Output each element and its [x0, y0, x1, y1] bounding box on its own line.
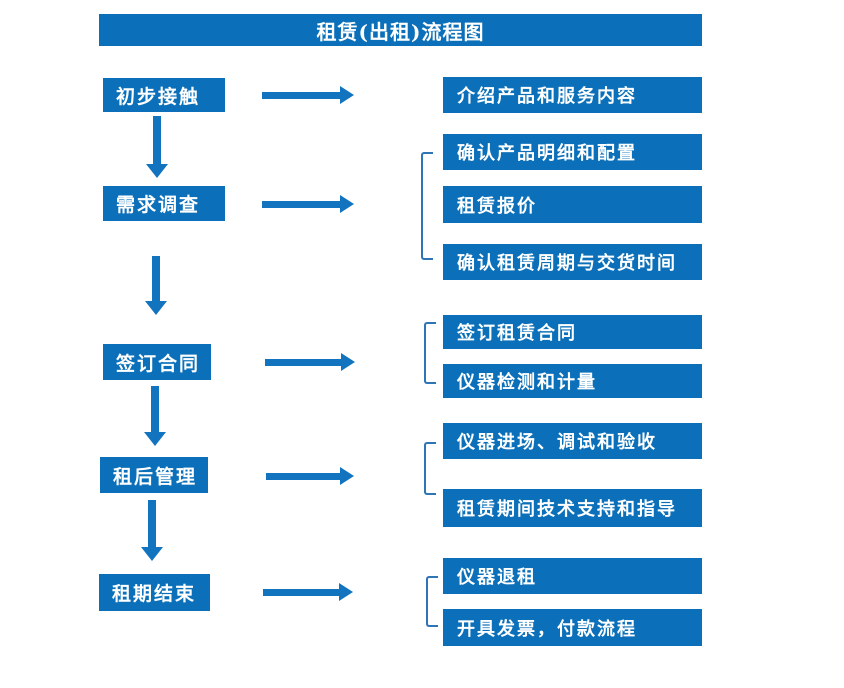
- group-bracket-stage3: [424, 322, 436, 384]
- arrow-down-icon-2: [145, 256, 167, 315]
- output-box-rental-quote: 租赁报价: [443, 186, 702, 223]
- output-box-confirm-period-delivery: 确认租赁周期与交货时间: [443, 244, 702, 280]
- arrow-right-icon-stage1: [262, 86, 354, 104]
- arrow-shaft: [262, 200, 340, 208]
- stage-box-rental-end: 租期结束: [99, 574, 210, 611]
- arrow-down-icon-3: [144, 386, 166, 446]
- output-box-tech-support: 租赁期间技术支持和指导: [443, 489, 702, 527]
- flowchart-title: 租赁(出租)流程图: [99, 14, 702, 46]
- arrow-shaft: [151, 386, 159, 432]
- output-box-confirm-details: 确认产品明细和配置: [443, 134, 702, 170]
- arrow-shaft: [265, 358, 341, 366]
- output-box-introduce-products: 介绍产品和服务内容: [443, 77, 702, 113]
- arrow-head: [339, 583, 353, 601]
- arrow-head: [146, 164, 168, 178]
- arrow-shaft: [263, 588, 339, 596]
- stage-box-sign-contract: 签订合同: [103, 344, 211, 380]
- output-box-instrument-testing: 仪器检测和计量: [443, 364, 702, 398]
- arrow-right-icon-stage3: [265, 353, 355, 371]
- output-box-invoice-payment: 开具发票，付款流程: [443, 609, 702, 646]
- stage-box-demand-survey: 需求调查: [103, 186, 225, 221]
- arrow-right-icon-stage4: [266, 467, 354, 485]
- arrow-shaft: [262, 91, 340, 99]
- arrow-shaft: [266, 472, 340, 480]
- stage-box-post-rental-management: 租后管理: [100, 457, 208, 493]
- arrow-shaft: [152, 256, 160, 301]
- arrow-head: [340, 86, 354, 104]
- group-bracket-stage4: [424, 442, 436, 495]
- arrow-head: [340, 467, 354, 485]
- arrow-shaft: [148, 500, 156, 547]
- arrow-right-icon-stage2: [262, 195, 354, 213]
- output-box-instrument-entry-acceptance: 仪器进场、调试和验收: [443, 423, 702, 459]
- group-bracket-stage5: [426, 576, 438, 627]
- arrow-head: [340, 195, 354, 213]
- arrow-head: [341, 353, 355, 371]
- arrow-head: [145, 301, 167, 315]
- arrow-down-icon-1: [146, 116, 168, 178]
- output-box-sign-rental-contract: 签订租赁合同: [443, 315, 702, 349]
- arrow-down-icon-4: [141, 500, 163, 561]
- stage-box-initial-contact: 初步接触: [103, 78, 225, 112]
- arrow-head: [141, 547, 163, 561]
- arrow-shaft: [153, 116, 161, 164]
- arrow-right-icon-stage5: [263, 583, 353, 601]
- group-bracket-stage2: [421, 152, 433, 260]
- output-box-instrument-return: 仪器退租: [443, 558, 702, 594]
- arrow-head: [144, 432, 166, 446]
